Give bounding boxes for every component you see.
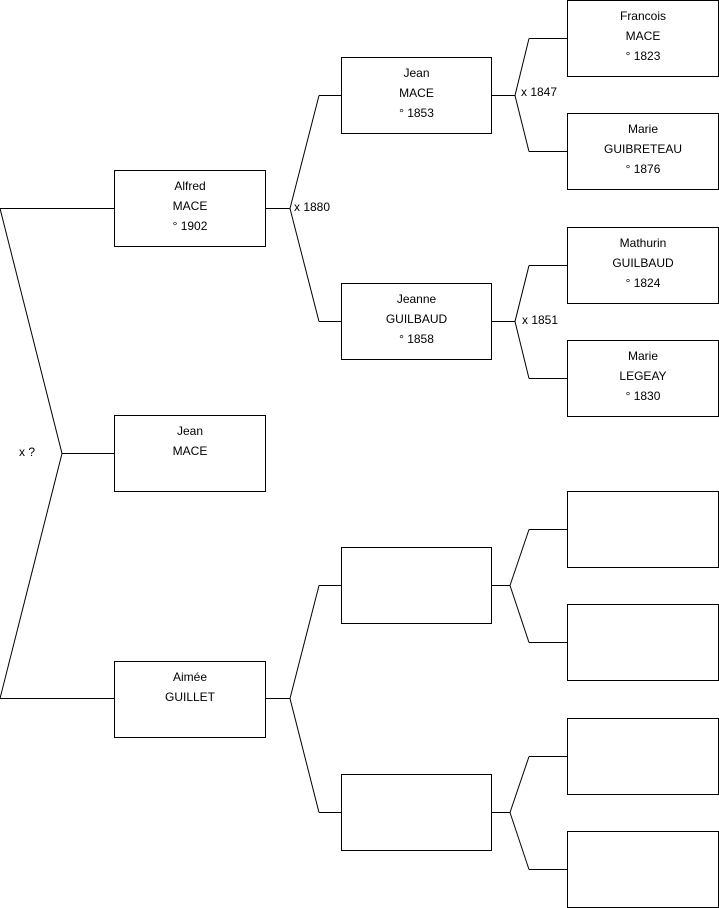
person-birth: ° 1858 bbox=[399, 332, 434, 346]
person-surname bbox=[568, 630, 718, 650]
person-given-name: Alfred bbox=[174, 179, 206, 193]
person-given-name: Marie bbox=[627, 349, 658, 363]
person-box-root[interactable]: Jean MACE bbox=[114, 415, 266, 492]
person-birth bbox=[342, 820, 491, 840]
person-surname: GUIBRETEAU bbox=[603, 142, 682, 156]
union-label-father-father-parents: x 1847 bbox=[521, 85, 558, 99]
person-surname bbox=[342, 573, 491, 593]
connector-mm-down bbox=[509, 812, 530, 870]
person-box-mother-mother[interactable] bbox=[341, 774, 492, 851]
person-given-name: Jeanne bbox=[396, 292, 437, 306]
connector-mother-down bbox=[289, 698, 320, 813]
connector-mf-up bbox=[509, 529, 530, 586]
person-birth bbox=[115, 707, 265, 727]
person-given-name bbox=[568, 610, 718, 630]
person-box-father-mother[interactable]: Jeanne GUILBAUD ° 1858 bbox=[341, 283, 492, 360]
person-given-name bbox=[568, 497, 718, 517]
connector-mm-up bbox=[509, 756, 530, 813]
person-birth: ° 1830 bbox=[625, 389, 661, 403]
person-given-name bbox=[568, 724, 718, 744]
person-given-name: Marie bbox=[627, 122, 658, 136]
person-given-name bbox=[342, 780, 491, 800]
connector-root-up bbox=[0, 208, 63, 454]
person-box-mf-father[interactable] bbox=[567, 491, 719, 568]
person-box-ff-mother[interactable]: Marie GUIBRETEAU ° 1876 bbox=[567, 113, 719, 190]
connector-father-down bbox=[289, 208, 320, 322]
person-box-father[interactable]: Alfred MACE ° 1902 bbox=[114, 170, 266, 247]
person-box-fm-mother[interactable]: Marie LEGEAY ° 1830 bbox=[567, 340, 719, 417]
connector-ff-up bbox=[514, 38, 530, 96]
person-box-father-father[interactable]: Jean MACE ° 1853 bbox=[341, 57, 492, 134]
person-surname bbox=[342, 800, 491, 820]
person-surname bbox=[568, 744, 718, 764]
person-surname bbox=[568, 857, 718, 877]
person-surname: MACE bbox=[172, 444, 208, 458]
connector-mf-down bbox=[509, 585, 530, 643]
person-birth: ° 1824 bbox=[625, 276, 661, 290]
person-box-mm-father[interactable] bbox=[567, 718, 719, 795]
person-birth bbox=[568, 650, 718, 670]
connector-root-down bbox=[0, 453, 63, 699]
person-surname: MACE bbox=[399, 86, 434, 100]
person-box-mother[interactable]: Aimée GUILLET bbox=[114, 661, 266, 738]
person-given-name: Jean bbox=[403, 66, 430, 80]
connector-father-up bbox=[289, 95, 320, 209]
person-surname bbox=[568, 517, 718, 537]
union-label-paternal-grandparents: x 1880 bbox=[294, 200, 331, 214]
connector-mother-up bbox=[289, 585, 320, 699]
person-box-mm-mother[interactable] bbox=[567, 831, 719, 908]
union-label-parents: x ? bbox=[19, 445, 36, 459]
person-given-name bbox=[342, 553, 491, 573]
person-given-name: Mathurin bbox=[619, 236, 667, 250]
person-birth: ° 1876 bbox=[625, 162, 661, 176]
connector-fm-down bbox=[514, 321, 530, 379]
person-birth: ° 1853 bbox=[399, 106, 434, 120]
person-given-name bbox=[568, 837, 718, 857]
union-label-father-mother-parents: x 1851 bbox=[522, 313, 559, 327]
person-surname: MACE bbox=[172, 199, 208, 213]
person-surname: GUILLET bbox=[164, 690, 215, 704]
person-box-ff-father[interactable]: Francois MACE ° 1823 bbox=[567, 0, 719, 77]
person-surname: MACE bbox=[625, 29, 661, 43]
person-birth bbox=[568, 764, 718, 784]
person-box-mother-father[interactable] bbox=[341, 547, 492, 624]
person-surname: LEGEAY bbox=[619, 369, 667, 383]
connector-ff-down bbox=[514, 95, 530, 152]
person-given-name: Aimée bbox=[172, 670, 207, 684]
person-birth bbox=[115, 461, 265, 481]
person-surname: GUILBAUD bbox=[612, 256, 674, 270]
person-birth: ° 1823 bbox=[625, 49, 661, 63]
person-birth: ° 1902 bbox=[172, 219, 208, 233]
person-birth bbox=[568, 877, 718, 897]
person-surname: GUILBAUD bbox=[385, 312, 448, 326]
person-box-fm-father[interactable]: Mathurin GUILBAUD ° 1824 bbox=[567, 227, 719, 304]
connector-fm-up bbox=[514, 265, 530, 322]
person-box-mf-mother[interactable] bbox=[567, 604, 719, 681]
person-birth bbox=[342, 593, 491, 613]
person-given-name: Francois bbox=[619, 9, 666, 23]
person-birth bbox=[568, 537, 718, 557]
person-given-name: Jean bbox=[176, 424, 204, 438]
